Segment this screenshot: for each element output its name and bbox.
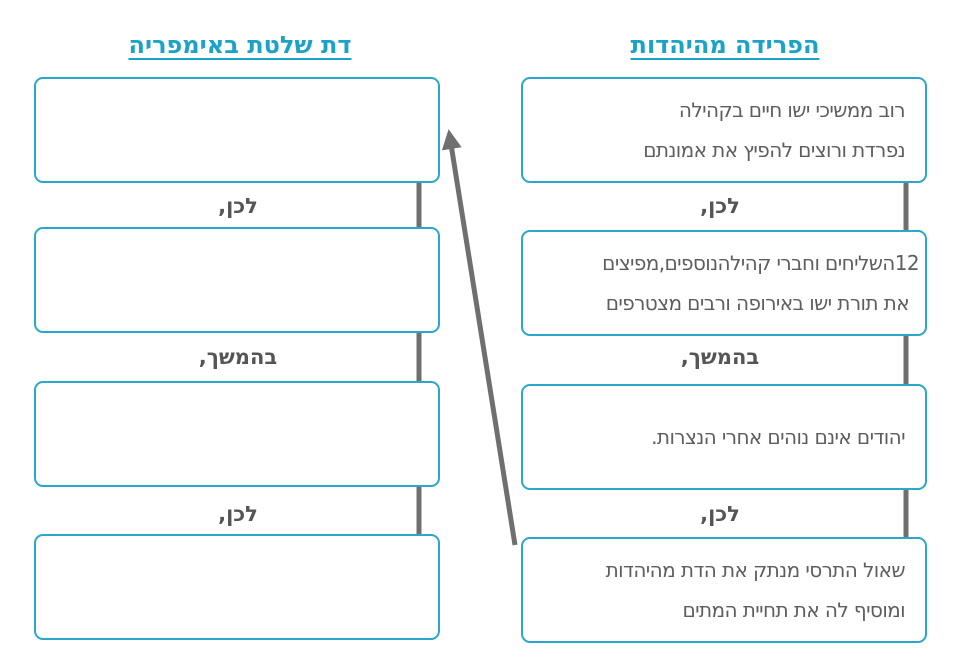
left-connector-1: לכן,: [218, 194, 258, 218]
arrow-cross-to-left: [441, 129, 518, 546]
right-box-3-line-1: יהודים אינם נוהים אחרי הנצרות.: [651, 425, 905, 449]
right-box-4-line-2: ומוסיף לה את תחיית המתים: [682, 598, 905, 622]
right-box-2: 12השליחים וחברי קהילהנוספים,מפיצים את תו…: [521, 230, 927, 336]
left-box-3: [34, 381, 440, 487]
left-box-2: [34, 227, 440, 333]
right-connector-2: בהמשך,: [680, 345, 760, 369]
left-box-4: [34, 534, 440, 640]
right-box-2-line-2: את תורת ישו באירופה ורבים מצטרפים: [605, 291, 910, 315]
right-column-title: הפרידה מהיהדות: [630, 31, 820, 59]
right-box-4-line-1: שאול התרסי מנתק את הדת מהיהדות: [605, 558, 906, 582]
right-box-3: יהודים אינם נוהים אחרי הנצרות.: [521, 384, 927, 490]
right-connector-3: לכן,: [700, 502, 740, 526]
right-box-4: שאול התרסי מנתק את הדת מהיהדות ומוסיף לה…: [521, 537, 927, 643]
left-box-1: [34, 77, 440, 183]
left-column-title: דת שלטת באימפריה: [128, 31, 352, 59]
right-box-2-line-1: 12השליחים וחברי קהילהנוספים,מפיצים: [602, 251, 919, 275]
left-connector-2: בהמשך,: [198, 345, 278, 369]
right-box-1-line-2: נפרדת ורוצים להפיץ את אמונתם: [643, 138, 905, 162]
left-connector-3: לכן,: [218, 502, 258, 526]
right-box-1-line-1: רוב ממשיכי ישו חיים בקהילה: [678, 98, 906, 122]
right-box-1: רוב ממשיכי ישו חיים בקהילה נפרדת ורוצים …: [521, 77, 927, 183]
right-connector-1: לכן,: [700, 194, 740, 218]
